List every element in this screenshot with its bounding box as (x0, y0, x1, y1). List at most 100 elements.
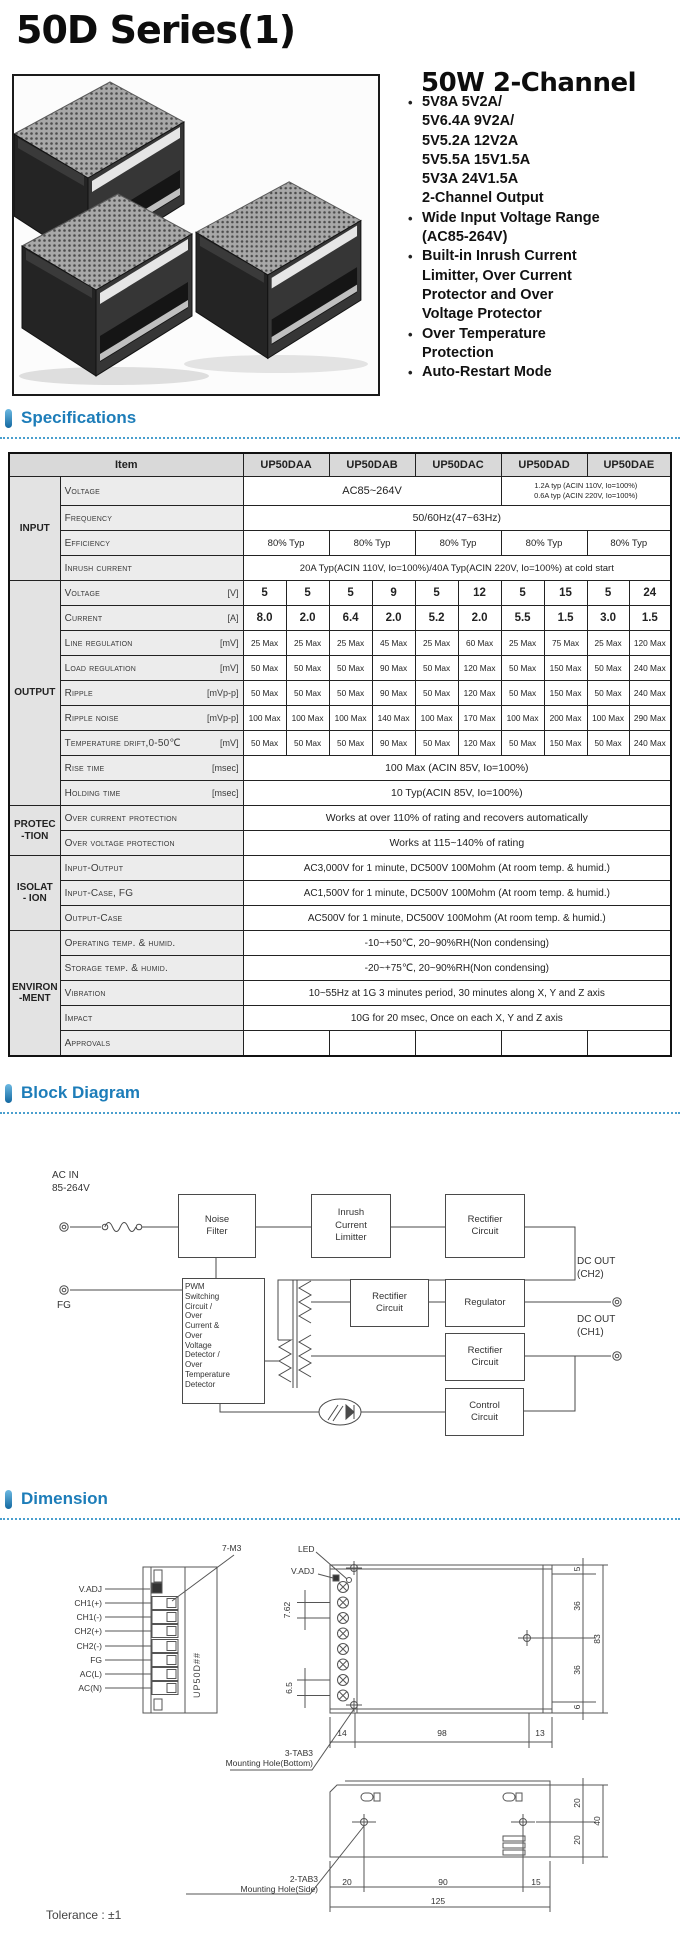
row-label: Operating temp. & humid. (59, 930, 244, 956)
dc-out-ch2-label: DC OUT (CH2) (577, 1256, 616, 1280)
block-diagram: AC IN 85-264V FG Noise Filter Inrush Cur… (0, 1130, 680, 1475)
cell: 50 Max (500, 680, 545, 706)
model-header: UP50DAD (500, 452, 588, 477)
spec-row-temp-drift: Temperature drift,0-50℃[mV] 50 Max 50 Ma… (9, 730, 672, 756)
dim-90: 90 (438, 1877, 448, 1887)
dim-20c: 20 (342, 1877, 352, 1887)
section-bar-icon (5, 408, 12, 428)
feature-item: • 5V8A 5V2A/ 5V6.4A 9V2A/ 5V5.2A 12V2A 5… (408, 93, 674, 209)
spec-row-input-voltage: INPUT Voltage AC85~264V 1.2A typ (ACIN 1… (8, 476, 672, 581)
note-line: 1.2A typ (ACIN 110V, Io=100%) (534, 481, 638, 491)
dim-6: 6 (572, 1704, 582, 1710)
cell: 10G for 20 msec, Once on each X, Y and Z… (242, 1005, 672, 1031)
bullet-icon: • (408, 326, 413, 342)
terminal-label: AC(L) (79, 1669, 102, 1679)
cell: 75 Max (543, 630, 588, 656)
cell: 50 Max (414, 655, 459, 681)
cell: 80% Typ (414, 530, 502, 556)
cell: 50 Max (414, 680, 459, 706)
spec-row-efficiency: Efficiency 80% Typ 80% Typ 80% Typ 80% T… (9, 530, 672, 556)
row-label: Storage temp. & humid. (59, 955, 244, 981)
cell: 80% Typ (586, 530, 672, 556)
cell: 80% Typ (328, 530, 416, 556)
feature-text: 5V8A 5V2A/ 5V6.4A 9V2A/ 5V5.2A 12V2A 5V5… (422, 94, 544, 207)
feature-text: Over Temperature Protection (422, 325, 546, 361)
cell: 50 Max (242, 730, 287, 756)
product-heading: 50W 2-Channel (421, 68, 637, 98)
feature-list: • 5V8A 5V2A/ 5V6.4A 9V2A/ 5V5.2A 12V2A 5… (408, 93, 674, 382)
cell: 50 Max (586, 655, 630, 681)
model-header-highlighted: UP50DAC (414, 452, 502, 477)
cell: 100 Max (242, 705, 287, 731)
dim-83: 83 (592, 1634, 602, 1644)
approvals-cell (328, 1030, 416, 1057)
group-output: OUTPUT (8, 580, 61, 806)
spec-row-frequency: Frequency 50/60Hz(47~63Hz) (9, 505, 672, 531)
cell: 1.2A typ (ACIN 110V, Io=100%) 0.6A typ (… (500, 476, 672, 506)
cell: 5 (242, 580, 287, 606)
cell: 150 Max (543, 730, 588, 756)
cell: 50 Max (285, 730, 330, 756)
cell: 240 Max (628, 730, 672, 756)
approvals-cell (242, 1030, 330, 1057)
cell: 10 Typ(ACIN 85V, Io=100%) (242, 780, 672, 806)
tolerance-note: Tolerance : ±1 (46, 1908, 122, 1922)
fg-label: FG (57, 1300, 71, 1311)
dimension-linework (105, 1551, 608, 1912)
row-label: Line regulation[mV] (59, 630, 244, 656)
dc-out-ch1-label: DC OUT (CH1) (577, 1314, 616, 1338)
row-label: Input-Output (59, 855, 244, 881)
row-label: Voltage[V] (59, 580, 244, 606)
cell: -20~+75℃, 20~90%RH(Non condensing) (242, 955, 672, 981)
cell: 25 Max (414, 630, 459, 656)
spec-row-ocp: PROTEC -TION Over current protection Wor… (8, 805, 672, 856)
section-heading-block-diagram: Block Diagram (5, 1083, 140, 1103)
cell: AC85~264V (242, 476, 502, 506)
cell: 140 Max (371, 705, 416, 731)
feature-item: • Built-in Inrush Current Limitter, Over… (408, 247, 674, 324)
cell: 5 (328, 580, 373, 606)
cell: 50 Max (586, 730, 630, 756)
cell: 240 Max (628, 680, 672, 706)
spec-row-ripple-noise: Ripple noise[mVp-p] 100 Max 100 Max 100 … (9, 705, 672, 731)
spec-row-holding-time: Holding time[msec] 10 Typ(ACIN 85V, Io=1… (9, 780, 672, 806)
row-label: Ripple[mVp-p] (59, 680, 244, 706)
row-label: Input-Case, FG (59, 880, 244, 906)
row-label: Inrush current (59, 555, 244, 581)
cell: 290 Max (628, 705, 672, 731)
section-heading-dimension: Dimension (5, 1489, 108, 1509)
cell: 2.0 (285, 605, 330, 631)
approvals-cell (414, 1030, 502, 1057)
approvals-cell (586, 1030, 672, 1057)
dim-20b: 20 (572, 1835, 582, 1845)
group-input: INPUT (8, 476, 61, 581)
spec-row-iso-out: Output-Case AC500V for 1 minute, DC500V … (9, 905, 672, 931)
rectifier-box-3: Rectifier Circuit (445, 1333, 525, 1381)
cell: 8.0 (242, 605, 287, 631)
cell: 240 Max (628, 655, 672, 681)
feature-text: Auto-Restart Mode (422, 364, 552, 381)
product-photo (12, 74, 380, 396)
note-line: 0.6A typ (ACIN 220V, Io=100%) (534, 491, 638, 500)
section-heading-specifications: Specifications (5, 408, 136, 428)
pwm-switching-box: PWM Switching Circuit / Over Current & O… (182, 1278, 265, 1404)
bullet-icon: • (408, 95, 413, 110)
terminal-label: CH2(-) (76, 1641, 103, 1651)
dim-36b: 36 (572, 1665, 582, 1675)
terminal-label: CH1(+) (74, 1598, 102, 1608)
cell: 80% Typ (242, 530, 330, 556)
row-label: Rise time[msec] (59, 755, 244, 781)
spec-row-out-current: Current[A] 8.0 2.0 6.4 2.0 5.2 2.0 5.5 1… (9, 605, 672, 631)
led-callout: LED (298, 1544, 315, 1554)
cell: 25 Max (500, 630, 545, 656)
cell: 100 Max (414, 705, 459, 731)
model-marking: UP50D## (192, 1651, 202, 1698)
cell: 45 Max (371, 630, 416, 656)
section-bar-icon (5, 1489, 12, 1509)
row-label: Voltage (59, 476, 244, 506)
cell: 5 (500, 580, 545, 606)
feature-text: Wide Input Voltage Range (AC85-264V) (422, 209, 600, 246)
cell: 3.0 (586, 605, 630, 631)
row-label: Output-Case (59, 905, 244, 931)
